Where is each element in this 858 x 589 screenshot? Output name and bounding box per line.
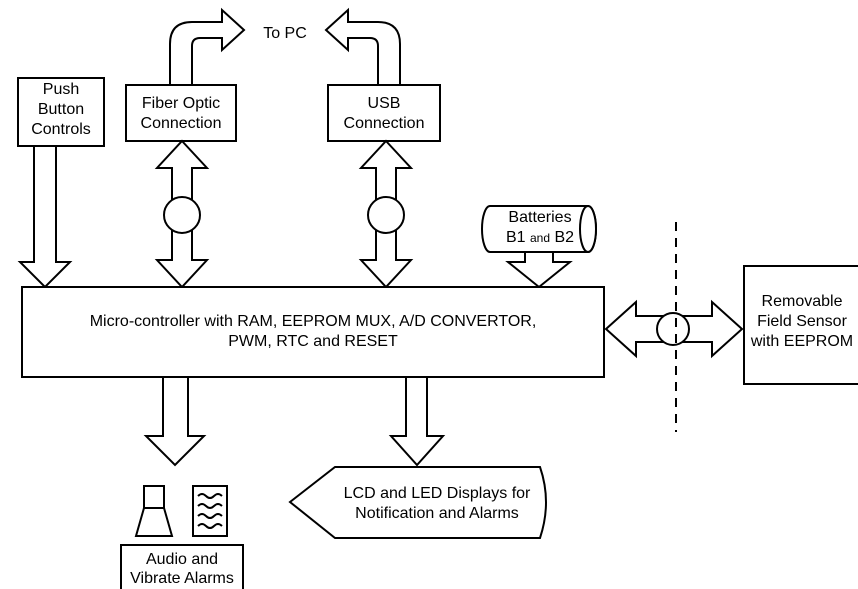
fiber-optic-box bbox=[125, 84, 237, 142]
usb-connector-icon bbox=[367, 196, 405, 234]
displays-label: LCD and LED Displays for Notification an… bbox=[328, 484, 546, 524]
push-button-line-1: Push bbox=[42, 81, 80, 98]
push-button-label: Push Button Controls bbox=[18, 80, 104, 140]
alarms-label: Audio and Vibrate Alarms bbox=[121, 550, 243, 588]
speaker-icon bbox=[134, 485, 174, 537]
field-sensor-label: Removable Field Sensor with EEPROM bbox=[746, 292, 858, 352]
display-box bbox=[288, 466, 547, 539]
fiber-optic-line-2: Connection bbox=[140, 115, 222, 132]
push-button-box bbox=[17, 77, 105, 147]
display-arrow bbox=[388, 376, 446, 467]
push-button-line-3: Controls bbox=[31, 121, 91, 138]
fiber-optic-label: Fiber Optic Connection bbox=[126, 94, 236, 134]
battery-cylinder-end bbox=[579, 205, 597, 253]
battery-b2: B2 bbox=[554, 229, 575, 246]
battery-b1: B1 bbox=[505, 229, 526, 246]
batteries-subtitle: B1 and B2 bbox=[490, 228, 590, 248]
alarms-line-1: Audio and bbox=[145, 551, 219, 568]
fiber-to-pc-arrow bbox=[169, 7, 246, 88]
usb-line-2: Connection bbox=[343, 115, 425, 132]
microcontroller-label: Micro-controller with RAM, EEPROM MUX, A… bbox=[22, 312, 604, 352]
displays-line-1: LCD and LED Displays for bbox=[343, 485, 531, 502]
usb-line-1: USB bbox=[367, 95, 401, 112]
batteries-title: Batteries bbox=[508, 209, 572, 226]
alarm-arrow bbox=[143, 376, 207, 467]
fiber-optic-line-1: Fiber Optic bbox=[141, 95, 221, 112]
usb-label: USB Connection bbox=[328, 94, 440, 134]
usb-box bbox=[327, 84, 441, 142]
alarms-line-2: Vibrate Alarms bbox=[130, 570, 234, 587]
microcontroller-line-1: Micro-controller with RAM, EEPROM MUX, A… bbox=[89, 313, 537, 330]
field-sensor-line-1: Removable bbox=[761, 293, 843, 310]
push-button-line-2: Button bbox=[37, 101, 85, 118]
microcontroller-line-2: PWM, RTC and RESET bbox=[228, 333, 398, 350]
batteries-label: Batteries B1 and B2 bbox=[490, 208, 590, 248]
vibration-icon bbox=[192, 485, 228, 537]
usb-to-pc-arrow bbox=[324, 7, 401, 88]
push-button-arrow bbox=[17, 145, 73, 289]
battery-and: and bbox=[529, 231, 551, 245]
field-sensor-line-2: Field Sensor bbox=[757, 313, 847, 330]
sensor-connector-icon bbox=[656, 312, 690, 346]
field-sensor-line-3: with EEPROM bbox=[750, 333, 854, 350]
microcontroller-box bbox=[21, 286, 605, 378]
battery-arrow bbox=[505, 251, 573, 289]
displays-line-2: Notification and Alarms bbox=[355, 505, 519, 522]
fiber-connector-icon bbox=[163, 196, 201, 234]
field-sensor-box bbox=[743, 265, 858, 385]
alarms-box bbox=[120, 544, 244, 589]
to-pc-label: To PC bbox=[263, 25, 307, 42]
